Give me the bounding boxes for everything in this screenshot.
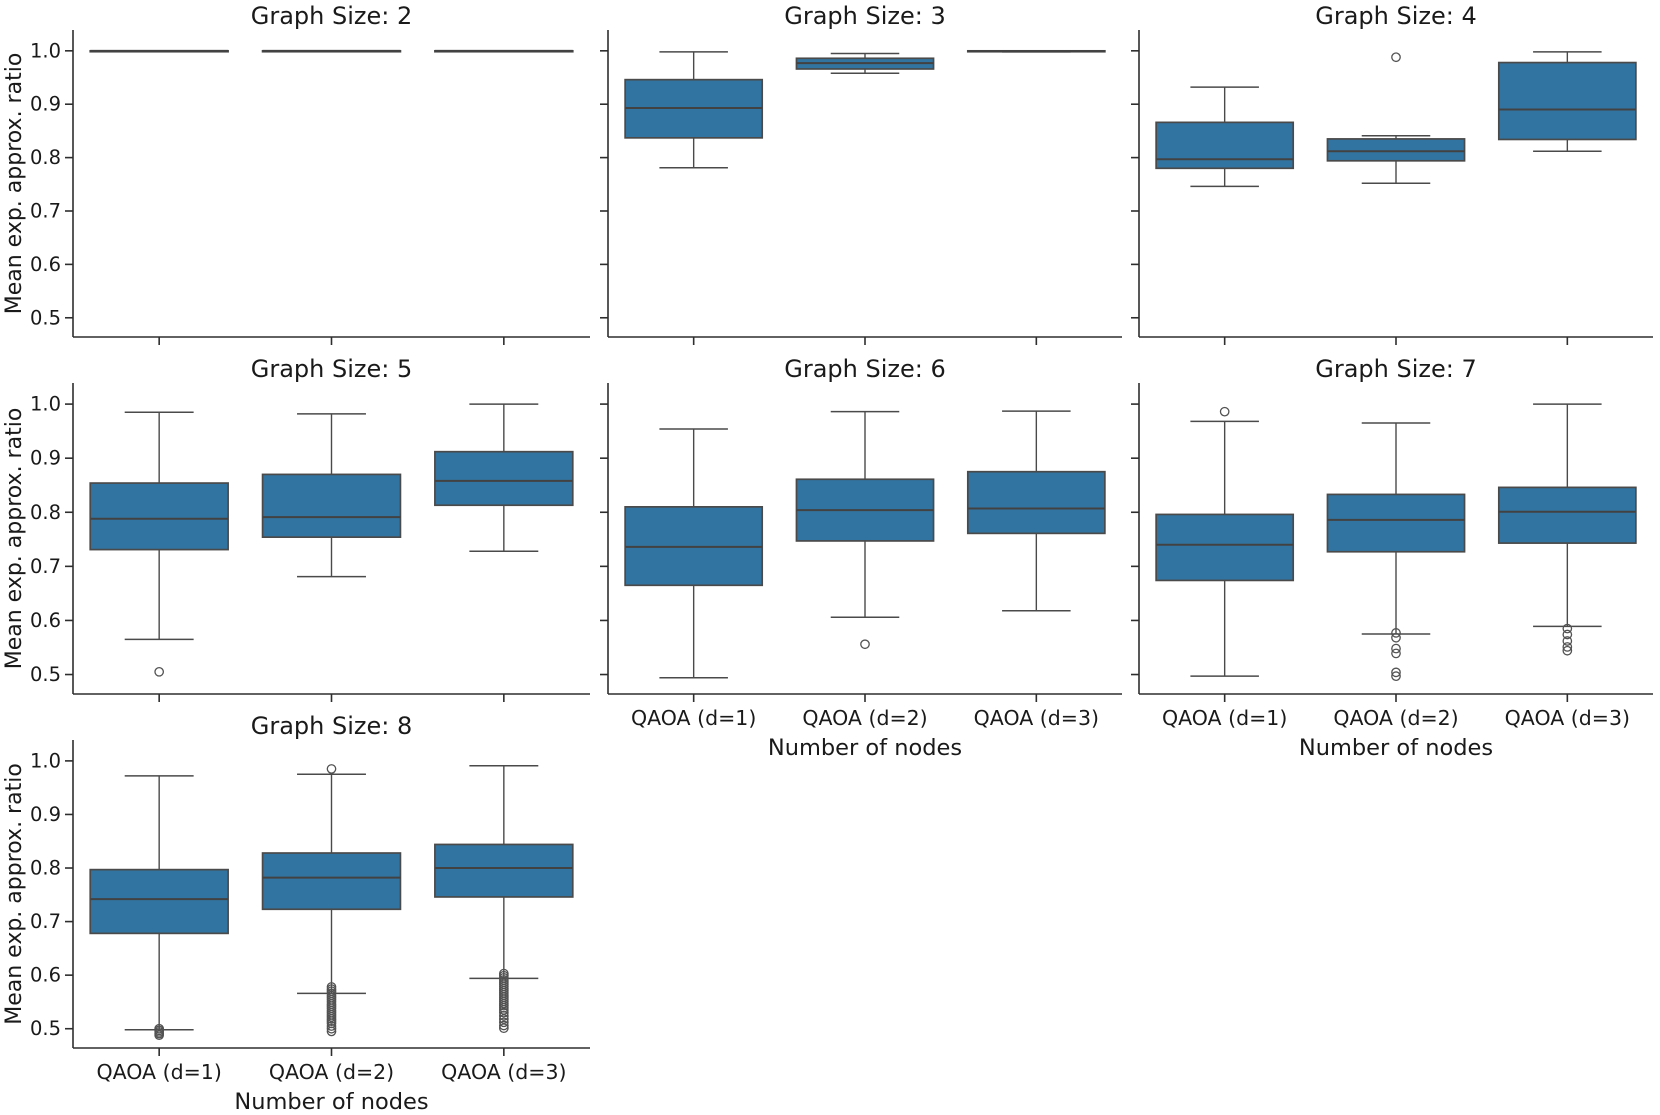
box (434, 843, 574, 898)
flier-point (1562, 636, 1573, 646)
flier-point (860, 639, 870, 650)
subplot-title: Graph Size: 4 (1315, 2, 1477, 30)
y-tick-label: 0.7 (30, 555, 61, 578)
flier-point (498, 1017, 509, 1028)
subplot-title: Graph Size: 2 (251, 2, 413, 30)
flier-point (1391, 667, 1401, 678)
flier-point (1391, 648, 1401, 659)
y-tick-label: 0.6 (30, 253, 61, 276)
box (261, 852, 402, 911)
flier-point (498, 1014, 509, 1024)
y-tick-label: 0.8 (30, 857, 61, 880)
y-axis-label: Mean exp. approx. ratio (2, 408, 27, 670)
box (1497, 61, 1637, 141)
subplot-title: Graph Size: 7 (1315, 355, 1477, 383)
y-tick-label: 1.0 (30, 393, 61, 416)
box (89, 868, 229, 935)
x-tick-label: QAOA (d=2) (269, 1060, 394, 1084)
subplot-graph-size-6: Graph Size: 6 QAOA (d=1) QAOA (d=2) QAOA (d… (600, 355, 1122, 761)
box (89, 482, 229, 551)
y-tick-label: 1.0 (30, 749, 61, 772)
box (1326, 138, 1466, 162)
subplot-title: Graph Size: 5 (251, 355, 413, 383)
subplot-title: Graph Size: 3 (784, 2, 946, 30)
y-tick-label: 0.9 (30, 803, 61, 826)
box (1155, 513, 1295, 582)
subplot-graph-size-3: Graph Size: 3 (600, 2, 1122, 345)
flier-point (498, 1005, 509, 1015)
y-tick-label: 0.9 (30, 93, 61, 116)
y-tick-label: 0.9 (30, 447, 61, 470)
box (1155, 121, 1295, 170)
y-tick-label: 0.6 (30, 964, 61, 987)
y-tick-label: 0.8 (30, 146, 61, 169)
subplot-title: Graph Size: 6 (784, 355, 946, 383)
x-tick-label: QAOA (d=2) (802, 706, 927, 730)
flier-point (1562, 645, 1573, 656)
y-tick-label: 0.6 (30, 609, 61, 632)
box (261, 473, 402, 538)
flier-point (1219, 406, 1230, 417)
flier-point (1562, 623, 1573, 634)
flier-point (498, 1011, 509, 1021)
flier-point (154, 666, 165, 677)
x-tick-label: QAOA (d=3) (1505, 706, 1630, 730)
x-tick-label: QAOA (d=3) (441, 1060, 566, 1084)
y-tick-label: 0.7 (30, 199, 61, 222)
box (1326, 493, 1466, 553)
y-tick-label: 0.5 (30, 663, 61, 686)
x-tick-label: QAOA (d=3) (974, 706, 1099, 730)
flier-point (1562, 642, 1573, 652)
x-tick-label: QAOA (d=1) (1162, 706, 1287, 730)
box (966, 470, 1106, 535)
flier-point (326, 1026, 337, 1037)
flier-point (326, 764, 337, 774)
x-tick-label: QAOA (d=1) (631, 706, 756, 730)
y-tick-label: 0.5 (30, 306, 61, 329)
y-tick-label: 1.0 (30, 39, 61, 62)
flier-point (498, 1007, 509, 1018)
subplot-graph-size-7: Graph Size: 7 QAOA (d=1) QAOA (d=2) QAOA (d… (1131, 355, 1653, 761)
x-tick-label: QAOA (d=1) (96, 1060, 221, 1084)
y-tick-label: 0.5 (30, 1017, 61, 1040)
y-tick-label: 0.7 (30, 910, 61, 933)
flier-point (1391, 671, 1401, 682)
box (1497, 486, 1637, 544)
x-tick-label: QAOA (d=2) (1333, 706, 1458, 730)
box (434, 450, 574, 507)
flier-point (1391, 52, 1401, 63)
y-axis-label: Mean exp. approx. ratio (2, 763, 27, 1025)
flier-point (498, 1020, 509, 1031)
subplot-title: Graph Size: 8 (251, 712, 413, 740)
flier-point (326, 1023, 337, 1034)
y-tick-label: 0.8 (30, 501, 61, 524)
x-axis-label: Number of nodes (1299, 735, 1493, 761)
x-axis-label: Number of nodes (234, 1089, 428, 1115)
x-axis-label: Number of nodes (768, 735, 962, 761)
flier-point (326, 1021, 337, 1031)
flier-point (498, 1023, 509, 1034)
flier-point (1391, 632, 1401, 643)
flier-point (154, 1030, 165, 1040)
flier-point (1391, 643, 1401, 654)
y-axis-label: Mean exp. approx. ratio (2, 53, 27, 315)
subplot-graph-size-4: Graph Size: 4 (1131, 2, 1653, 345)
flier-point (1562, 629, 1573, 640)
flier-point (1391, 628, 1401, 638)
